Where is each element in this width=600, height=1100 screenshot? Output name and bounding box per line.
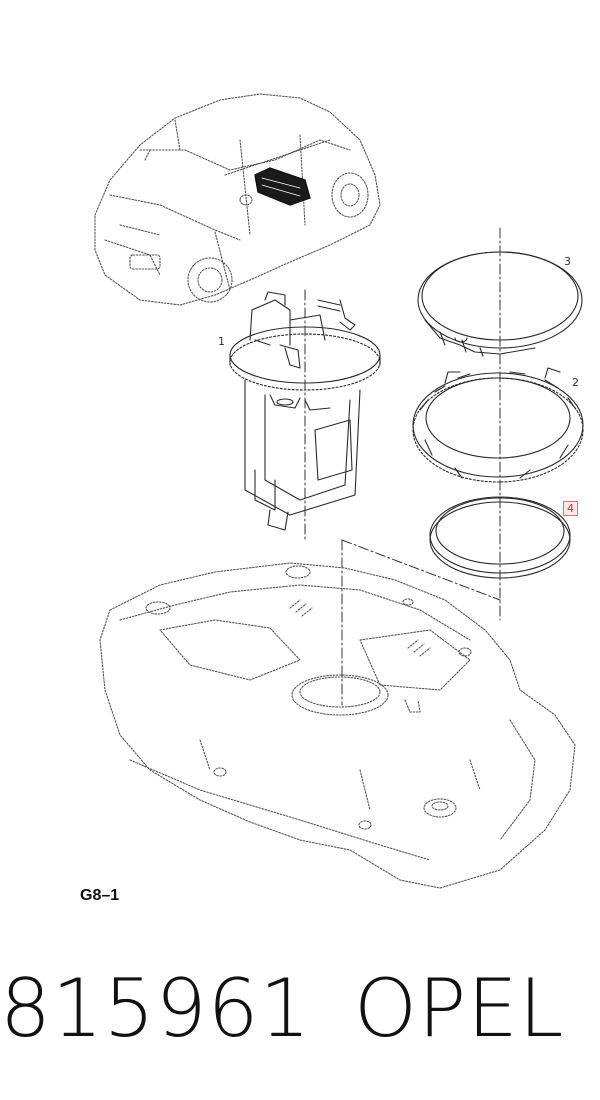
brand-name: OPEL	[354, 962, 565, 1055]
figure-reference: G8–1	[80, 887, 120, 904]
lock-ring	[412, 367, 584, 483]
callout-2[interactable]: 2	[572, 376, 579, 389]
vehicle-illustration	[94, 93, 381, 306]
part-number: 815961	[0, 962, 312, 1055]
callout-3[interactable]: 3	[564, 255, 571, 268]
callout-4-highlighted[interactable]: 4	[563, 501, 578, 516]
fuel-tank	[99, 562, 576, 889]
fuel-pump-module	[229, 291, 381, 531]
callout-1[interactable]: 1	[218, 335, 225, 348]
tank-location-marker-icon	[254, 167, 311, 206]
